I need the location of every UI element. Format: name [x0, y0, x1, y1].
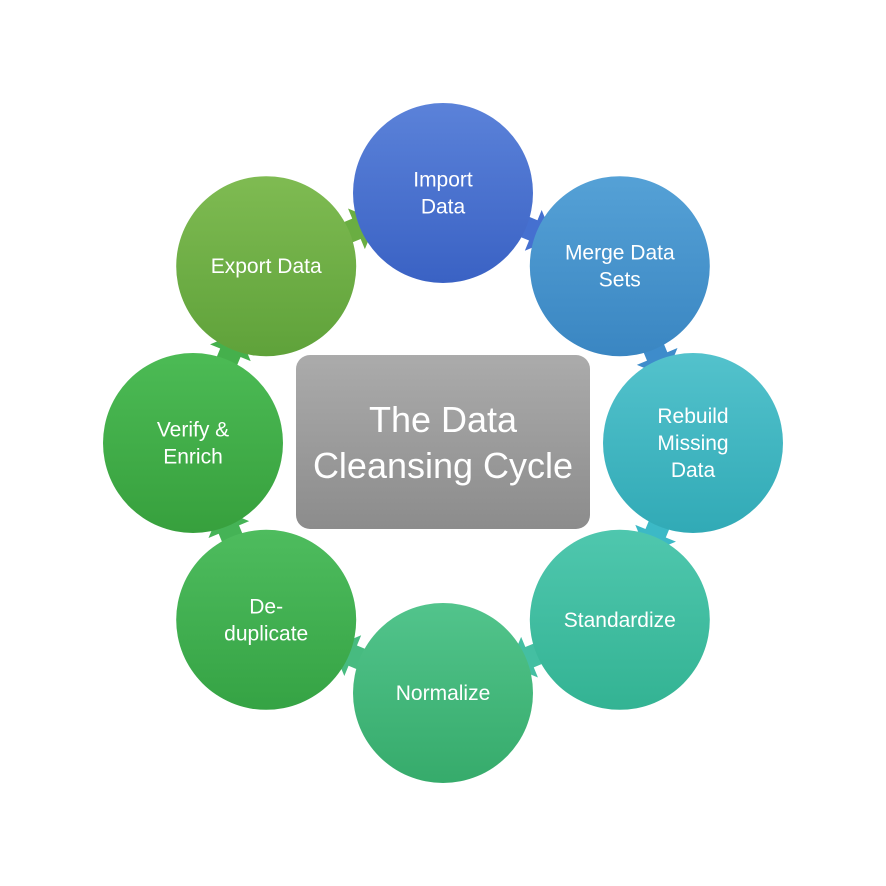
node-label: Normalize — [396, 682, 491, 705]
node-circle — [353, 603, 533, 783]
node-circle — [603, 353, 783, 533]
node-label: Verify &Enrich — [157, 419, 229, 469]
node-circle — [176, 176, 357, 357]
node-normalize: Normalize — [353, 603, 533, 783]
node-circle — [103, 353, 283, 533]
node-standardize: Standardize — [529, 529, 710, 710]
node-circle — [529, 529, 710, 710]
node-export-data: Export Data — [176, 176, 357, 357]
node-label: Standardize — [564, 609, 676, 632]
node-de-duplicate: De-duplicate — [176, 529, 357, 710]
center-box-bg — [296, 355, 590, 529]
node-label: Export Data — [211, 255, 322, 278]
node-verify-enrich: Verify &Enrich — [103, 353, 283, 533]
node-circle — [529, 176, 710, 357]
node-circle — [176, 529, 357, 710]
node-label: De-duplicate — [224, 595, 308, 645]
node-circle — [353, 103, 533, 283]
